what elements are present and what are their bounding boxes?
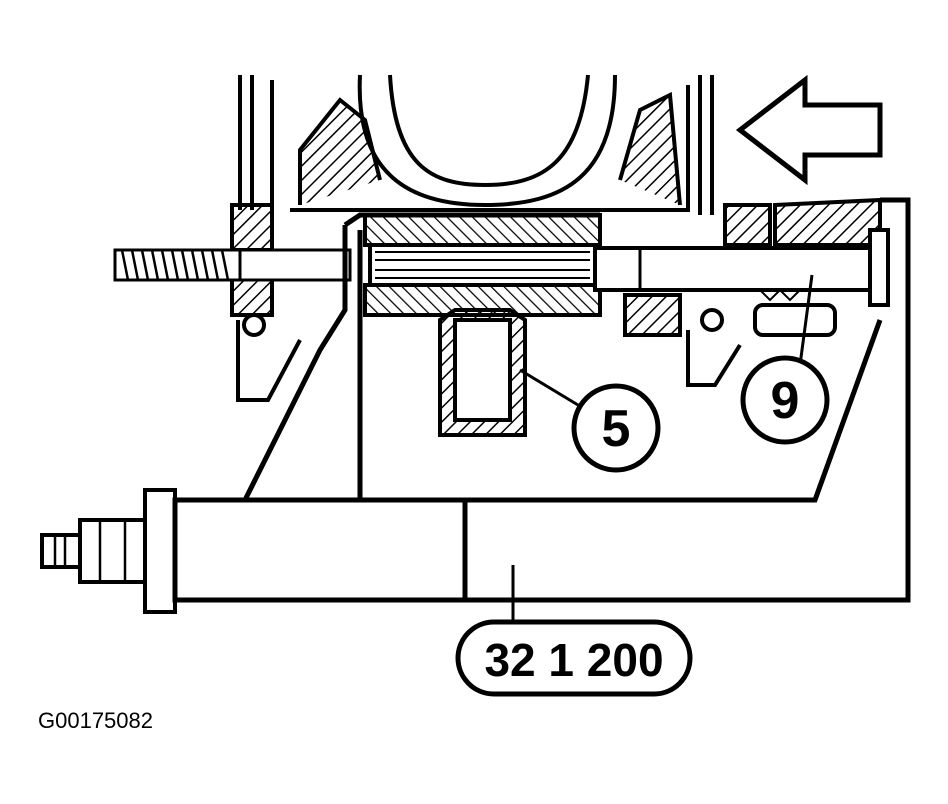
- callout-part-9: 9: [740, 355, 830, 445]
- callout-9-label: 9: [771, 372, 800, 430]
- tool-number-callout: 32 1 200: [455, 619, 693, 697]
- leader-lines: [511, 274, 814, 622]
- figure-id: G00175082: [38, 708, 153, 733]
- support-cup: [438, 308, 527, 437]
- tool-frame: [40, 197, 911, 614]
- housing: [238, 74, 714, 215]
- tool-number-label: 32 1 200: [484, 634, 663, 686]
- callout-5-label: 5: [602, 400, 631, 458]
- bushing-assembly: [363, 213, 887, 317]
- arrow-left-icon: [735, 74, 883, 186]
- left-flange: [230, 203, 302, 402]
- threaded-rod: [113, 248, 352, 282]
- callout-part-5: 5: [571, 383, 661, 473]
- right-components: [623, 197, 890, 387]
